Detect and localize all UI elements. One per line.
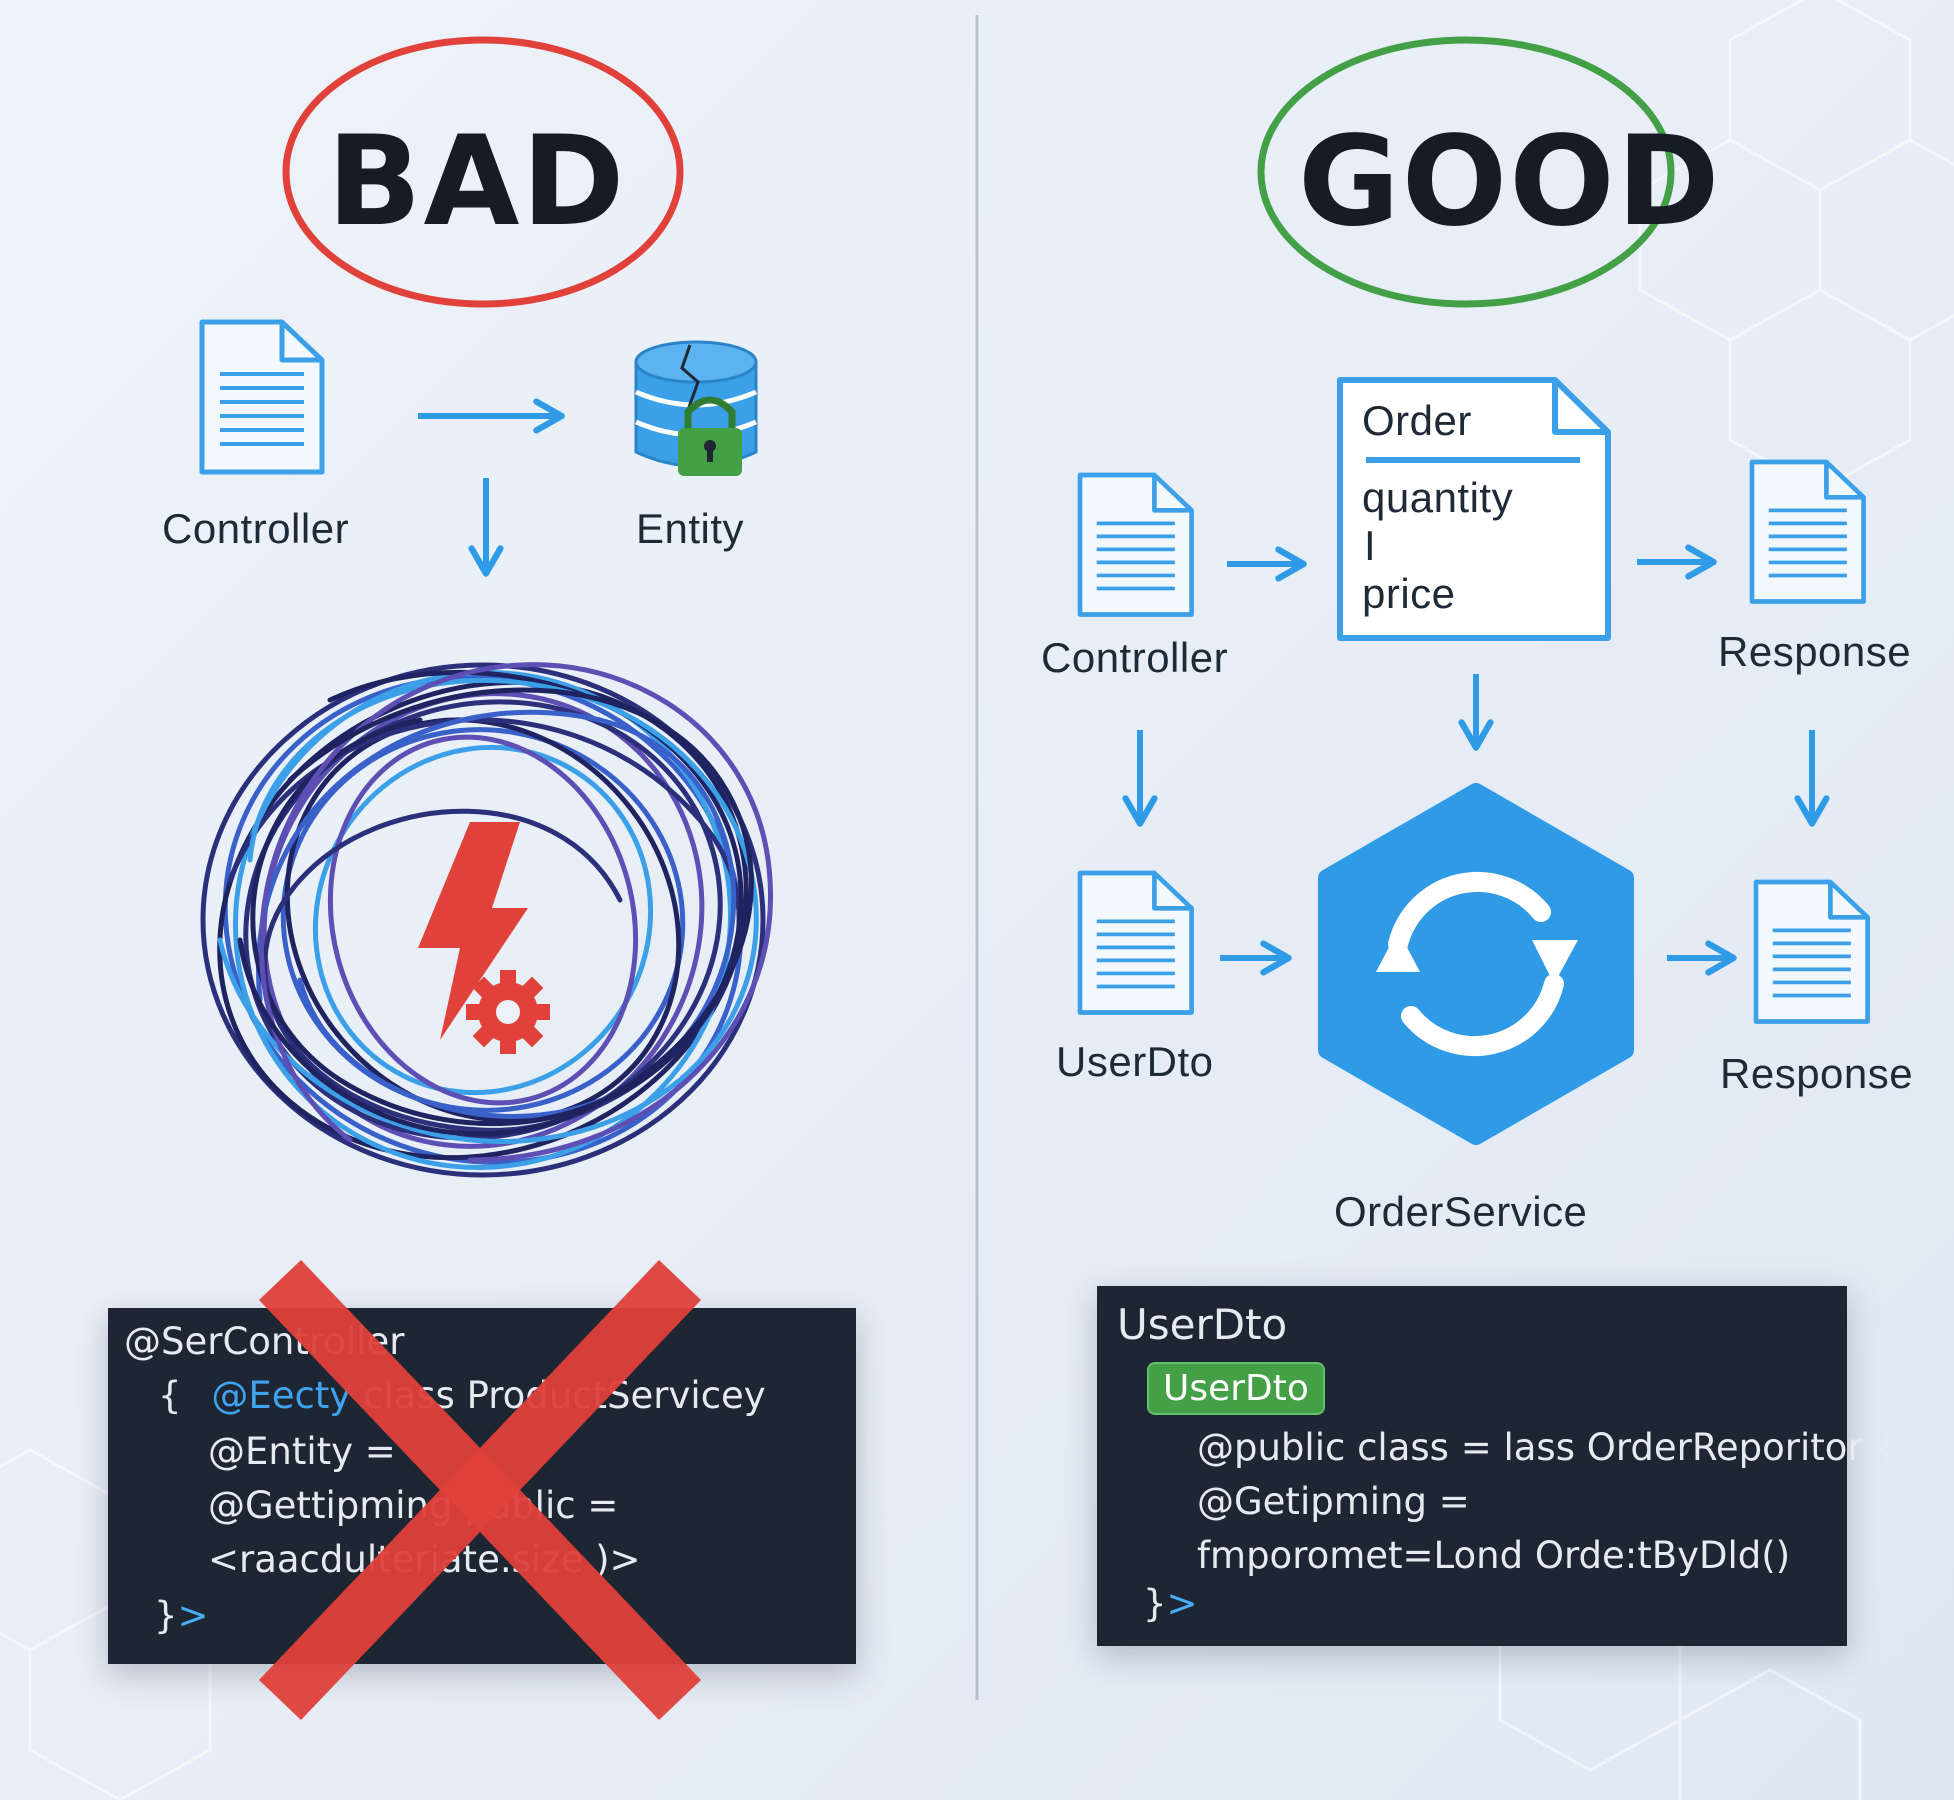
userdto-label: UserDto: [1056, 1038, 1214, 1085]
bad-code-close-brace: }: [154, 1594, 178, 1637]
document-icon: [1080, 475, 1192, 615]
sync-icon: [1388, 871, 1564, 1057]
bad-controller-label: Controller: [162, 505, 350, 552]
good-code-badge: UserDto: [1147, 1362, 1325, 1415]
good-code-line-2: @Getipming =: [1197, 1480, 1470, 1523]
document-icon: [1080, 873, 1192, 1013]
good-code-line-3: fmporomet=Lond Orde:tByDld(): [1197, 1534, 1791, 1577]
good-code-line-4: }>: [1143, 1582, 1198, 1625]
order-field-quantity: quantity: [1362, 474, 1514, 521]
order-title: Order: [1362, 397, 1472, 444]
bad-code-keyword: @Eecty: [211, 1374, 352, 1417]
order-field-price: price: [1362, 570, 1456, 617]
bad-code-line-6: }>: [154, 1594, 209, 1637]
hexagon-icon: [1318, 783, 1634, 1145]
bad-ellipse: [282, 36, 684, 308]
good-code-line-1: @public class = lass OrderReporitor {: [1197, 1426, 1898, 1469]
good-code-close-brace: }: [1143, 1582, 1167, 1625]
bad-code-brace: {: [158, 1374, 182, 1417]
response-label-top: Response: [1718, 628, 1912, 675]
bad-entity-label: Entity: [636, 505, 745, 552]
bad-heading: BAD: [327, 110, 627, 254]
document-icon: [1752, 462, 1864, 602]
orderservice-label: OrderService: [1334, 1188, 1588, 1235]
response-label-bottom: Response: [1720, 1050, 1914, 1097]
document-icon: [202, 322, 322, 472]
good-code-title: UserDto: [1117, 1300, 1288, 1349]
red-x-icon: [259, 1260, 701, 1720]
good-code-panel: UserDto UserDto @public class = lass Ord…: [1097, 1286, 1898, 1646]
sync-arrowheads: [1376, 930, 1578, 984]
bad-code-prompt: >: [177, 1594, 209, 1637]
good-controller-label: Controller: [1041, 634, 1229, 681]
document-icon: [1756, 882, 1868, 1022]
good-code-prompt: >: [1166, 1582, 1198, 1625]
order-field-separator: I: [1364, 522, 1377, 569]
bad-code-line-3: @Entity =: [208, 1430, 396, 1473]
database-lock-icon: [634, 340, 758, 476]
good-heading: GOOD: [1298, 110, 1722, 254]
order-card: [1337, 377, 1611, 641]
tangled-wires-icon: [200, 662, 773, 1178]
gear-icon: [466, 970, 550, 1054]
good-ellipse: [1257, 36, 1675, 308]
lightning-icon: [418, 822, 528, 1040]
